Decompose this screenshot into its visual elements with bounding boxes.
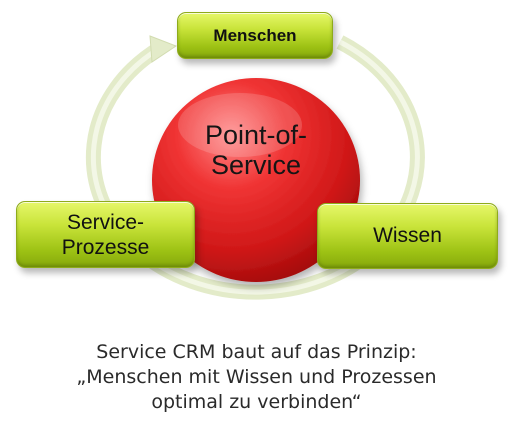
caption-line2: „Menschen mit Wissen und Prozessen: [76, 366, 437, 388]
caption-line3: optimal zu verbinden“: [151, 391, 362, 413]
caption-line1: Service CRM baut auf das Prinzip:: [96, 341, 417, 363]
node-prozesse-label-line2: Prozesse: [61, 235, 150, 259]
point-of-service-label: Point-of- Service: [172, 120, 340, 180]
node-menschen-label: Menschen: [213, 25, 297, 45]
caption: Service CRM baut auf das Prinzip: „Mensc…: [0, 340, 513, 415]
node-service-prozesse: Service- Prozesse: [16, 201, 195, 268]
node-wissen-label: Wissen: [373, 224, 442, 247]
center-label-line2: Service: [210, 150, 302, 180]
circle-gloss: [178, 93, 302, 157]
center-label-line1: Point-of-: [204, 120, 308, 150]
node-wissen: Wissen: [317, 203, 498, 269]
node-menschen: Menschen: [177, 12, 333, 59]
cycle-arrowhead: [149, 35, 178, 63]
point-of-service-circle: [152, 78, 360, 282]
cycle-ring-highlight: [90, 39, 420, 295]
node-prozesse-label-line1: Service-: [66, 210, 144, 234]
